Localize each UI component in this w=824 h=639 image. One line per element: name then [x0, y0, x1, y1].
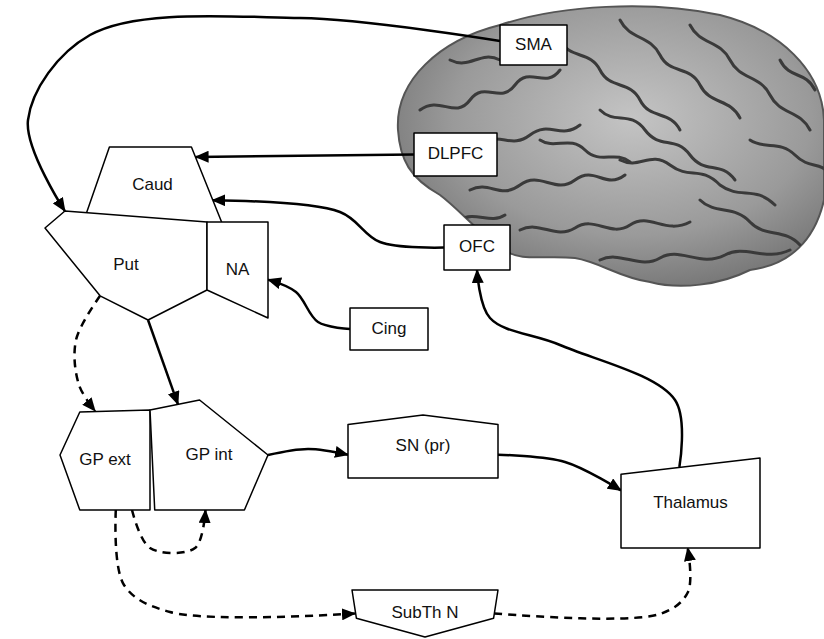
- direct-pathway-arrow: [498, 455, 621, 491]
- node-label: Thalamus: [653, 493, 728, 513]
- nucleus-shape: SubTh N: [352, 590, 498, 637]
- node-label: Cing: [372, 319, 407, 339]
- cortex-box: Cing: [350, 308, 428, 350]
- indirect-pathway-arrow: [494, 548, 690, 619]
- direct-pathway-arrow: [268, 449, 348, 455]
- node-label: GP ext: [79, 450, 131, 470]
- node-label: DLPFC: [428, 144, 484, 164]
- node-label: Caud: [132, 175, 173, 195]
- brain-outline: [398, 6, 824, 286]
- cortex-box: OFC: [444, 225, 510, 270]
- node-label: SN (pr): [396, 436, 451, 456]
- node-label: GP int: [186, 445, 233, 465]
- node-label: Put: [113, 255, 139, 275]
- thalamus-shape: Thalamus: [621, 458, 760, 548]
- indirect-pathway-arrow: [74, 296, 100, 411]
- indirect-pathway-arrow: [132, 510, 205, 553]
- node-label: OFC: [459, 237, 495, 257]
- direct-pathway-arrow: [148, 320, 178, 404]
- cortex-box: DLPFC: [414, 133, 497, 176]
- nucleus-shape: SN (pr): [348, 415, 498, 478]
- caudate-shape: Caud: [83, 147, 222, 223]
- cortex-box: SMA: [500, 25, 567, 65]
- direct-pathway-arrow: [477, 270, 682, 467]
- node-label: SubTh N: [391, 603, 458, 623]
- direct-pathway-arrow: [268, 280, 350, 329]
- pallidus-shape: GP ext: [60, 410, 150, 510]
- node-label: SMA: [515, 35, 552, 55]
- accumbens-shape: NA: [207, 222, 268, 318]
- direct-pathway-arrow: [196, 155, 414, 157]
- pallidus-shape: GP int: [150, 400, 268, 510]
- putamen-shape: Put: [45, 210, 207, 320]
- node-label: NA: [226, 260, 250, 280]
- indirect-pathway-arrow: [115, 510, 354, 617]
